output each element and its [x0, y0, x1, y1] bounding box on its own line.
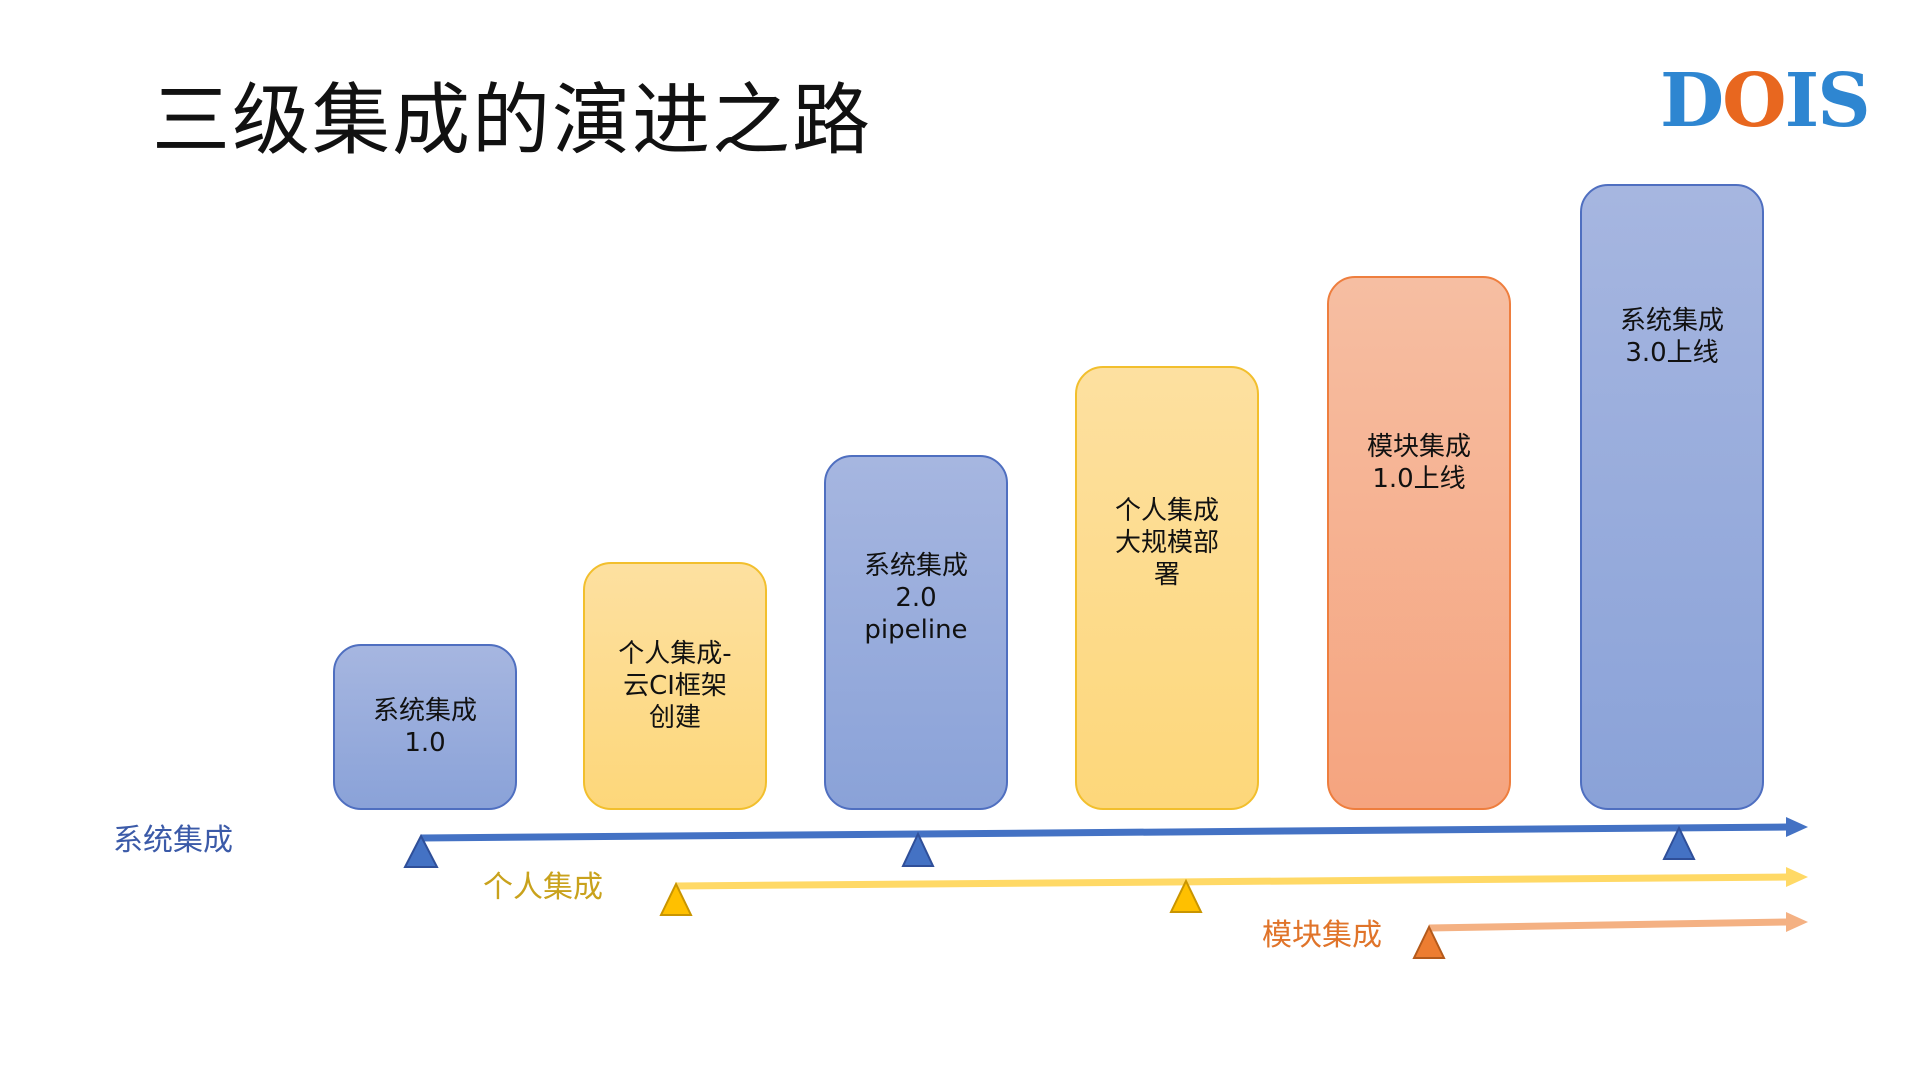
- system-marker-2: [901, 831, 935, 867]
- system-track-arrowhead: [1786, 817, 1808, 837]
- logo-letters-is: IS: [1784, 58, 1871, 144]
- stage-label: 个人集成大规模部署: [1114, 496, 1219, 590]
- track-label-system: 系统集成: [113, 823, 233, 858]
- dois-logo: DOIS: [1660, 58, 1871, 144]
- system-marker-1: [403, 833, 439, 868]
- track-label-module: 模块集成: [1262, 918, 1382, 953]
- stage-label: 个人集成-云CI框架创建: [618, 639, 732, 733]
- slide-title: 三级集成的演进之路: [152, 76, 873, 166]
- module-track-arrowhead: [1786, 912, 1808, 932]
- module-track-line: [1428, 918, 1789, 932]
- module-marker-1: [1412, 924, 1446, 959]
- system-track-line: [420, 823, 1789, 842]
- track-label-personal: 个人集成: [483, 870, 603, 905]
- stage-personal-2: 个人集成大规模部署: [1075, 366, 1259, 810]
- stage-personal-1: 个人集成-云CI框架创建: [583, 562, 767, 810]
- personal-track-arrowhead: [1786, 867, 1808, 887]
- personal-marker-2: [1169, 878, 1203, 913]
- logo-letter-o: O: [1722, 58, 1786, 144]
- logo-letter-d: D: [1660, 58, 1724, 144]
- personal-track-line: [675, 873, 1789, 890]
- system-marker-3: [1662, 825, 1696, 860]
- personal-marker-1: [659, 881, 693, 916]
